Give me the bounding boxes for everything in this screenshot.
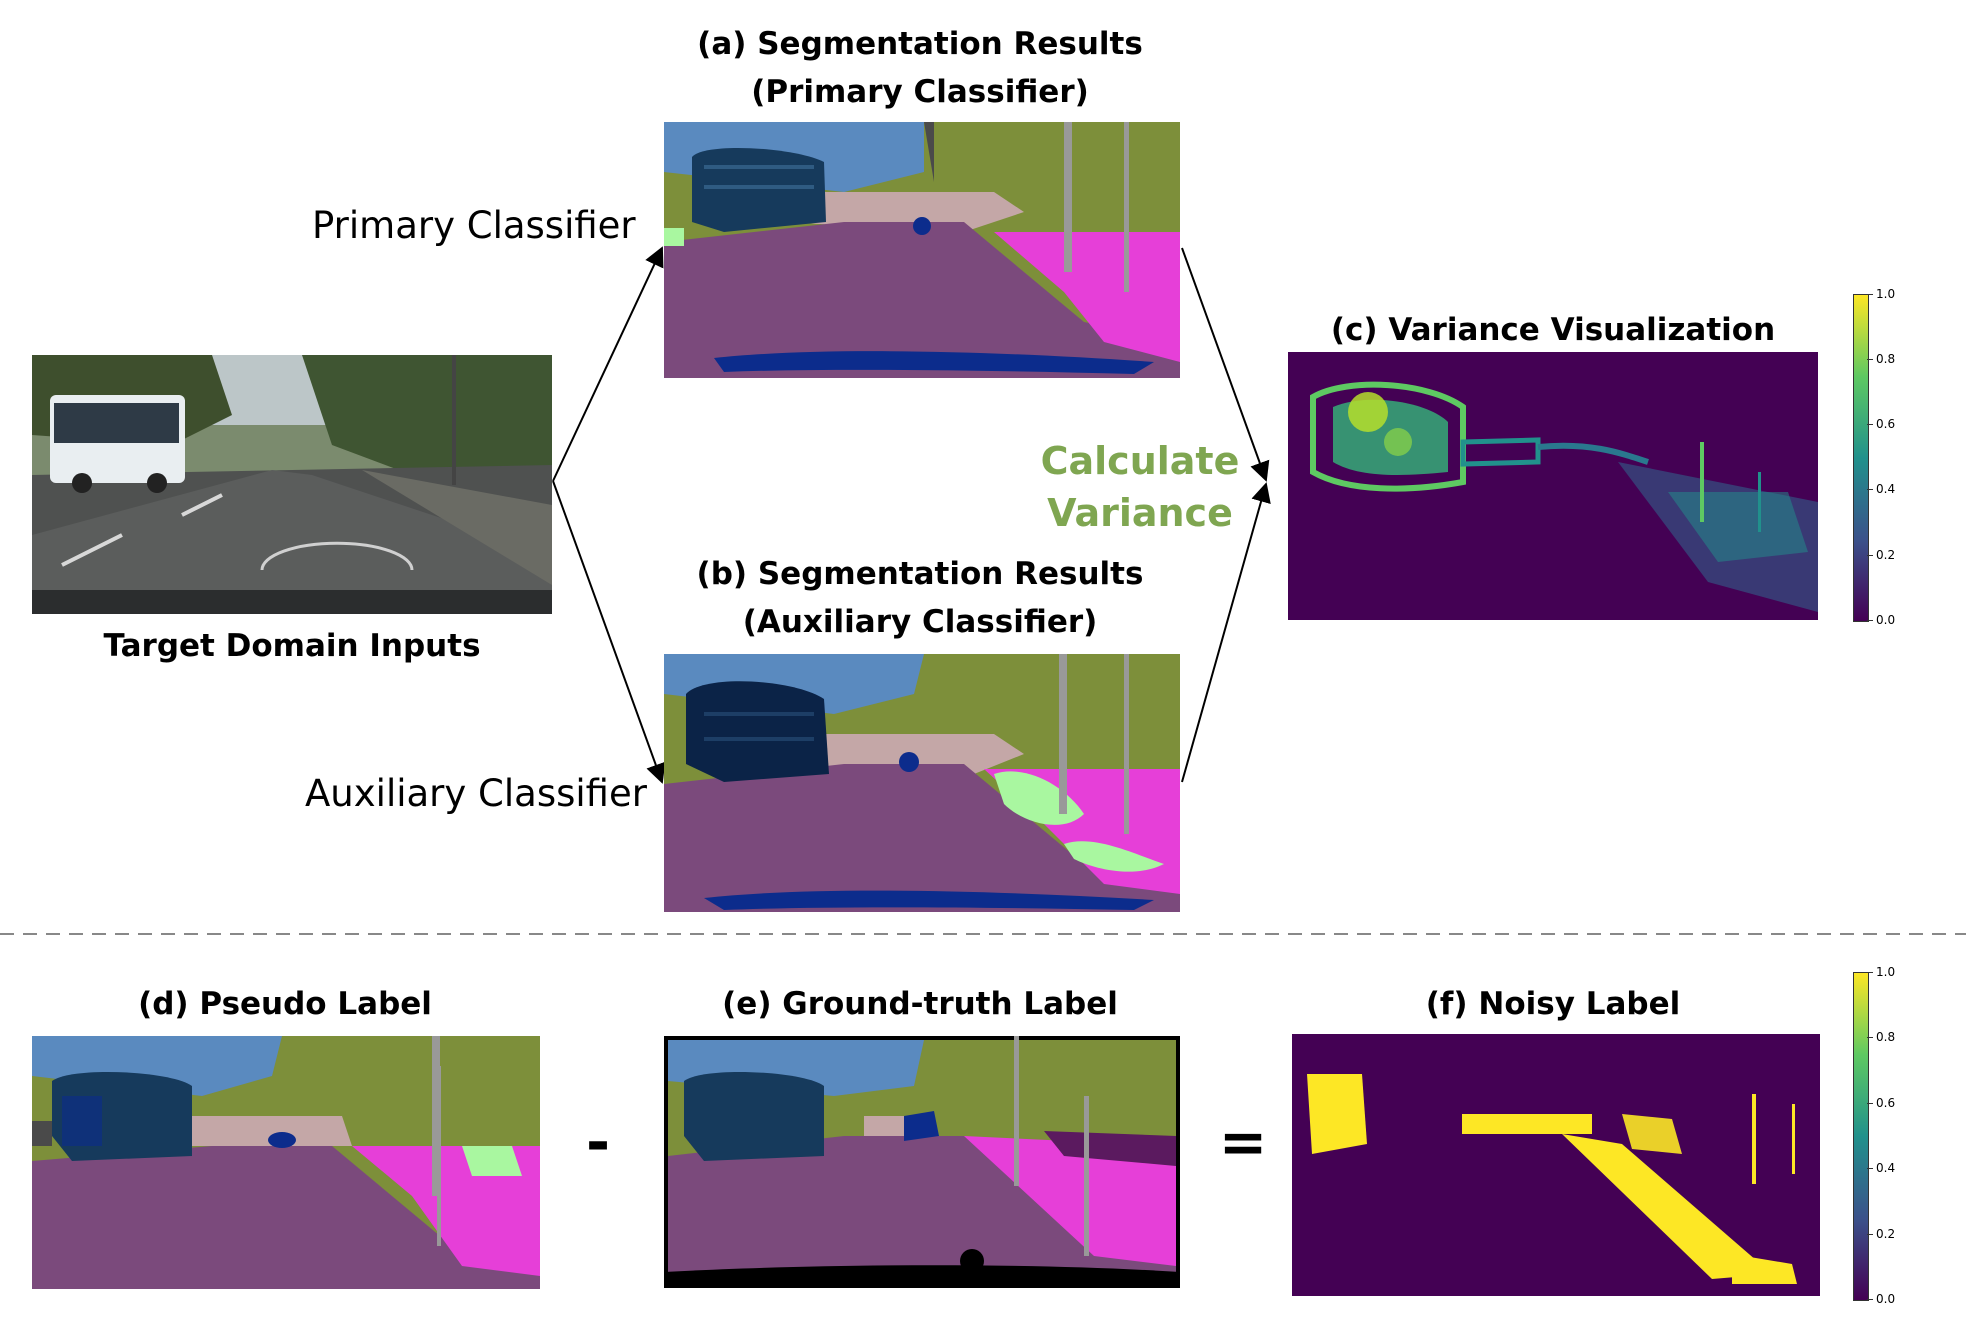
title-f: (f) Noisy Label bbox=[1288, 980, 1818, 1028]
title-a-line2: (Primary Classifier) bbox=[660, 68, 1180, 116]
colorbar-c bbox=[1853, 294, 1869, 622]
colorbar-f-tick: 0.2 bbox=[1876, 1228, 1895, 1240]
target-inputs-label: Target Domain Inputs bbox=[32, 628, 552, 664]
colorbar-c-tick: 0.2 bbox=[1876, 549, 1895, 561]
auxiliary-classifier-label: Auxiliary Classifier bbox=[305, 772, 647, 815]
colorbar-c-tick: 0.8 bbox=[1876, 353, 1895, 365]
calculate-variance-line1: Calculate bbox=[1040, 435, 1240, 487]
pseudo-label-map bbox=[32, 1036, 540, 1289]
title-b-line1: (b) Segmentation Results bbox=[660, 550, 1180, 598]
colorbar-c-tick: 0.0 bbox=[1876, 614, 1895, 626]
colorbar-f-tick: 0.6 bbox=[1876, 1097, 1895, 1109]
colorbar-c-tick: 0.6 bbox=[1876, 418, 1895, 430]
segmentation-auxiliary bbox=[664, 654, 1180, 912]
primary-classifier-label: Primary Classifier bbox=[312, 204, 636, 247]
arrow-to-primary bbox=[553, 248, 662, 481]
target-domain-photo bbox=[32, 355, 552, 614]
title-c: (c) Variance Visualization bbox=[1288, 306, 1818, 354]
title-d: (d) Pseudo Label bbox=[30, 980, 540, 1028]
title-b-line2: (Auxiliary Classifier) bbox=[660, 598, 1180, 646]
calculate-variance-line2: Variance bbox=[1040, 487, 1240, 539]
minus-operator: - bbox=[568, 1108, 628, 1176]
arrow-to-auxiliary bbox=[553, 481, 662, 782]
colorbar-c-tick: 1.0 bbox=[1876, 288, 1895, 300]
segmentation-primary bbox=[664, 122, 1180, 378]
colorbar-f-tick: 0.4 bbox=[1876, 1162, 1895, 1174]
title-e: (e) Ground-truth Label bbox=[660, 980, 1180, 1028]
equals-operator: = bbox=[1208, 1108, 1278, 1176]
colorbar-f bbox=[1853, 972, 1869, 1301]
title-a-line1: (a) Segmentation Results bbox=[660, 20, 1180, 68]
noisy-label-map bbox=[1292, 1034, 1820, 1296]
colorbar-c-tick: 0.4 bbox=[1876, 483, 1895, 495]
ground-truth-map bbox=[664, 1036, 1180, 1288]
colorbar-f-tick: 1.0 bbox=[1876, 966, 1895, 978]
colorbar-f-tick: 0.0 bbox=[1876, 1293, 1895, 1305]
colorbar-f-tick: 0.8 bbox=[1876, 1031, 1895, 1043]
variance-heatmap bbox=[1288, 352, 1818, 620]
